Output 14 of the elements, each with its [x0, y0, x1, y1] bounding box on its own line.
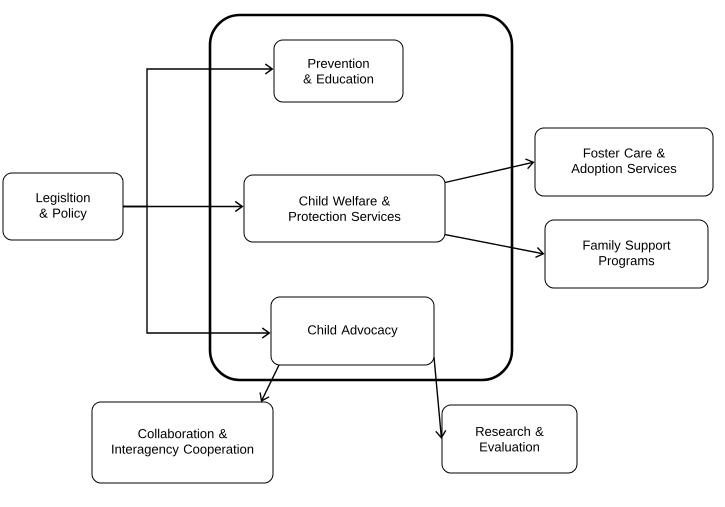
process-box: Collaboration & Interagency Cooperation [92, 402, 274, 484]
arrow [259, 364, 280, 402]
process-box: Child Advocacy [270, 296, 434, 366]
arrow [124, 206, 270, 339]
process-box: Child Welfare & Protection Services [244, 174, 446, 242]
process-box: Prevention & Education [274, 40, 404, 102]
arrow [433, 356, 446, 439]
process-box: Family Support Programs [544, 220, 708, 288]
arrow [444, 234, 544, 258]
process-box: Research & Evaluation [442, 404, 578, 474]
process-box: Foster Care & Adoption Services [534, 128, 714, 196]
group-box [208, 14, 514, 382]
process-box: Legisltion & Policy [2, 172, 124, 240]
arrow [444, 158, 534, 184]
